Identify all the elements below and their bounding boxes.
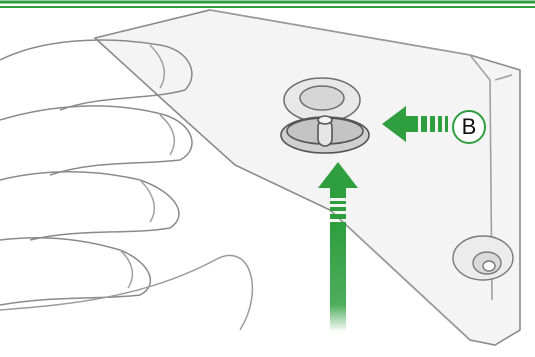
upper-stud <box>284 78 360 122</box>
bracket-plate <box>95 10 520 345</box>
arrow-up <box>318 162 358 332</box>
lower-stud <box>453 236 513 280</box>
callout-circle <box>453 111 485 143</box>
washer <box>281 116 369 153</box>
top-border-lines <box>0 2 535 7</box>
